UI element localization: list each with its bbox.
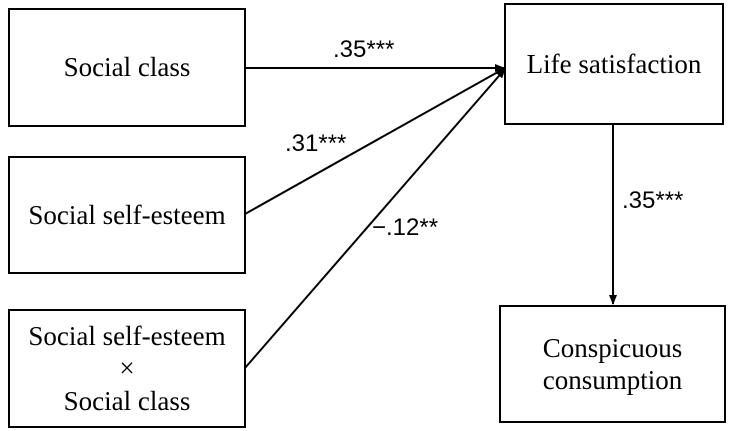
arrow-interaction-to-life-satisfaction [244,68,506,369]
node-interaction: Social self-esteem × Social class [8,309,246,428]
node-social-self-esteem-label: Social self-esteem [28,199,226,230]
arrow-social-self-esteem-to-life-satisfaction [244,67,506,215]
coefficient-interaction-path: −.12** [372,214,439,241]
node-life-satisfaction: Life satisfaction [504,3,724,125]
coefficient-social-self-esteem-path: .31*** [285,130,347,157]
node-social-class-label: Social class [63,52,191,83]
node-social-class: Social class [8,8,246,127]
coefficient-social-class-path: .35*** [333,36,395,63]
node-interaction-label: Social self-esteem × Social class [28,320,226,416]
node-conspicuous-consumption-label: Conspicuous consumption [542,332,683,395]
node-life-satisfaction-label: Life satisfaction [526,48,702,79]
coefficient-life-satisfaction-path: .35*** [622,187,684,214]
node-social-self-esteem: Social self-esteem [8,156,246,274]
node-conspicuous-consumption: Conspicuous consumption [499,305,726,423]
